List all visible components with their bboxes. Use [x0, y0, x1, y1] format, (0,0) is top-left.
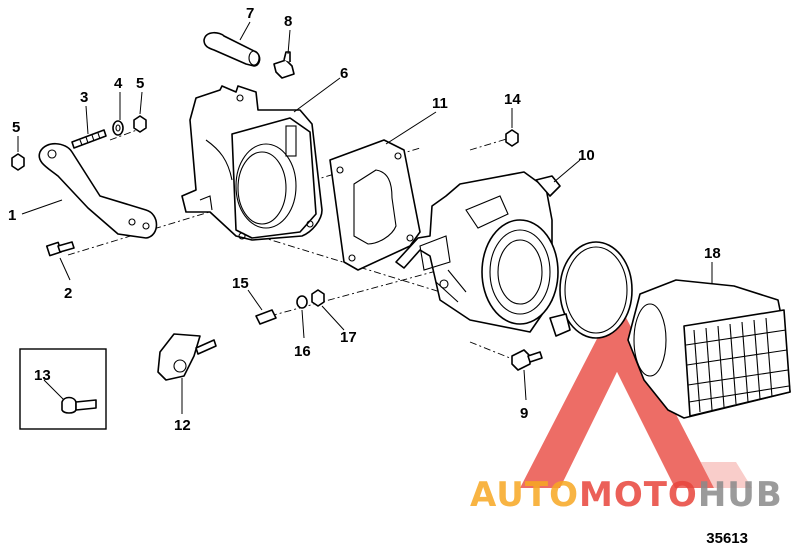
- hose-clamp: [549, 241, 633, 339]
- svg-text:AUTOMOTOHUB: AUTOMOTOHUB: [470, 475, 783, 515]
- callout-8: 8: [284, 13, 292, 30]
- part-16-washer: [296, 295, 308, 309]
- part-9-screw: [511, 349, 543, 371]
- part-17-nut: [311, 289, 325, 307]
- part-3-stud: [71, 129, 107, 149]
- watermark-logo-triangle: [520, 300, 752, 488]
- part-1-bracket: [38, 142, 158, 239]
- callout-4: 4: [114, 75, 123, 92]
- part-5-nut-right: [133, 115, 147, 133]
- callout-18: 18: [704, 245, 721, 262]
- callout-labels: 1 2 3 4 5 5 6 7 8 9 10 11 12 13 14 15 16…: [8, 5, 721, 434]
- callout-2: 2: [64, 285, 72, 302]
- part-10-throttle-body: [395, 171, 561, 333]
- part-7-hose: [203, 31, 261, 67]
- callout-11: 11: [432, 95, 448, 112]
- part-12-bracket: [157, 333, 217, 381]
- callout-5-left: 5: [12, 119, 20, 136]
- watermark-text-auto: AUTO: [470, 475, 579, 515]
- leader-lines: [17, 21, 713, 414]
- callout-10: 10: [578, 147, 595, 164]
- part-11-gasket: [329, 139, 421, 271]
- part-15-stud: [255, 309, 277, 325]
- part-13-bolt: [61, 396, 97, 414]
- callout-5-right: 5: [136, 75, 144, 92]
- part-4-washer: [112, 120, 124, 136]
- part-18-air-filter: [627, 279, 791, 419]
- callout-9: 9: [520, 405, 528, 422]
- callout-7: 7: [246, 5, 254, 22]
- inset-box: [19, 348, 107, 430]
- callout-16: 16: [294, 343, 311, 360]
- part-8-fitting: [273, 51, 295, 79]
- callout-6: 6: [340, 65, 348, 82]
- part-2-bolt: [45, 241, 75, 257]
- watermark-text-hub: HUB: [698, 475, 783, 515]
- callout-12: 12: [174, 417, 191, 434]
- figure-number: 35613: [706, 530, 748, 547]
- watermark-logo-text: AUTOMOTOHUB: [470, 475, 783, 515]
- part-5-nut-left: [11, 153, 25, 171]
- callout-17: 17: [340, 329, 357, 346]
- filter-mesh: [685, 317, 790, 413]
- callout-3: 3: [80, 89, 88, 106]
- callout-14: 14: [504, 91, 521, 108]
- callout-15: 15: [232, 275, 249, 292]
- callout-13: 13: [34, 367, 51, 384]
- watermark-text-moto: MOTO: [579, 475, 698, 515]
- callout-1: 1: [8, 207, 16, 224]
- part-14-nut: [505, 129, 519, 147]
- part-6-adapter-plate: [181, 85, 323, 241]
